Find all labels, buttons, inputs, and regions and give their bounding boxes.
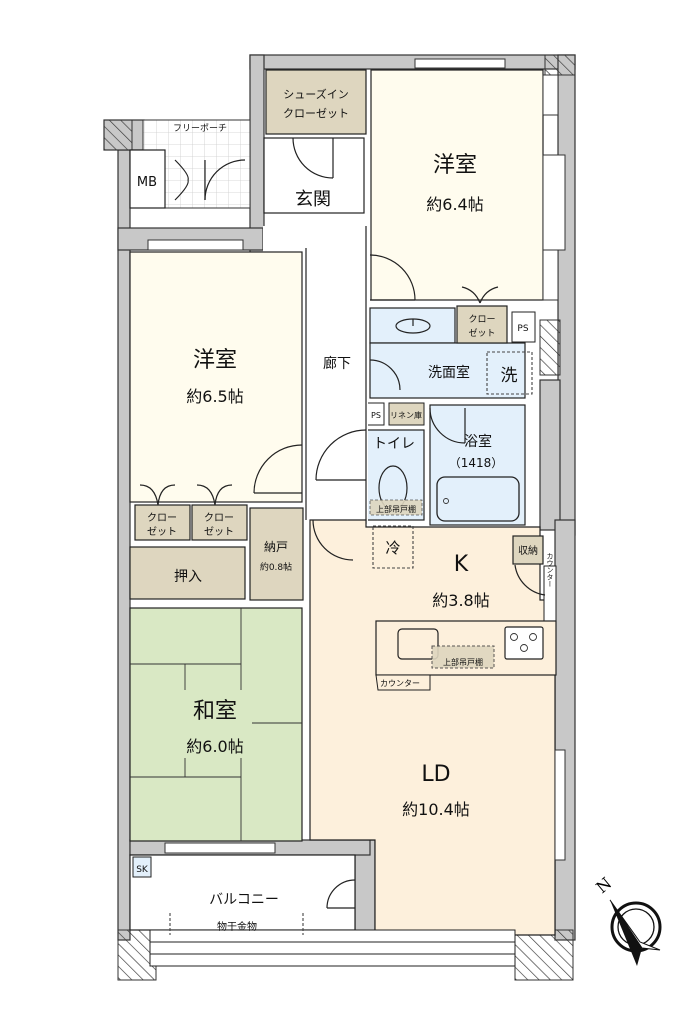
tatami-lines: [130, 608, 302, 841]
linen-label: リネン庫: [390, 410, 422, 420]
western-room-1-area: [370, 69, 544, 301]
north-label: N: [592, 874, 615, 898]
closet-1-area: [134, 504, 191, 541]
entrance-label: 玄関: [295, 189, 331, 210]
closet-3-label-2: ゼット: [468, 327, 495, 339]
closet-2-label-2: ゼット: [204, 526, 234, 538]
bathroom-name: 浴室: [464, 433, 492, 450]
ld-name: LD: [421, 762, 450, 787]
closet-2-label-1: クロー: [204, 512, 234, 524]
shoe-closet-area: [265, 69, 367, 135]
fridge-space: [372, 525, 414, 569]
kitchen-upper-cabinet-label: 上部吊戸棚: [443, 657, 483, 667]
balcony-label: バルコニー: [209, 892, 279, 908]
ps-label-1: PS: [517, 324, 528, 334]
mb-box: [129, 149, 166, 209]
washer-space: [486, 351, 533, 395]
kitchen-side-counter-label: カウンター: [546, 553, 554, 588]
toilet-label: トイレ: [373, 436, 415, 452]
nando-area: [249, 507, 304, 601]
sk-box: [132, 856, 152, 878]
ps-label-2: PS: [371, 411, 381, 420]
closet-3-area: [456, 305, 508, 344]
kitchen-size: 約3.8帖: [432, 591, 489, 610]
fridge-label: 冷: [385, 539, 400, 557]
bathtub-icon: [436, 476, 520, 522]
kitchen-sink-icon: [397, 628, 439, 660]
compass-icon: N: [592, 874, 662, 966]
oshiire-label: 押入: [174, 569, 202, 585]
washer-label: 洗: [501, 366, 518, 386]
linen-closet: [388, 402, 425, 426]
doors: [139, 137, 546, 909]
washroom-label: 洗面室: [428, 364, 470, 381]
stove-icon: [504, 626, 544, 660]
oshiire-area: [129, 546, 246, 600]
toilet-upper-cabinet-label: 上部吊戸棚: [376, 504, 416, 514]
bathroom-size: （1418）: [449, 456, 504, 470]
corridor-label: 廊下: [323, 355, 351, 372]
closet-3-label-1: クロー: [468, 314, 495, 325]
western-room-2-size: 約6.5帖: [186, 387, 243, 406]
closet-2-area: [191, 504, 248, 541]
western-room-1-size: 約6.4帖: [426, 195, 483, 214]
nando-size: 約0.8帖: [260, 561, 292, 573]
japanese-room-size: 約6.0帖: [186, 737, 243, 756]
mb-label: MB: [137, 175, 157, 190]
western-room-1-name: 洋室: [433, 153, 477, 178]
nando-name: 納戸: [264, 540, 288, 554]
kitchen-name: K: [454, 552, 469, 577]
kitchen-storage: [512, 535, 544, 565]
western-room-2-area: [129, 251, 303, 503]
japanese-room-area: [129, 607, 303, 842]
kitchen-storage-label: 収納: [518, 544, 538, 557]
japanese-room-name: 和室: [193, 699, 237, 724]
shoe-closet-label-2: クローゼット: [283, 107, 349, 120]
drying-hardware-label: 物干金物: [217, 920, 257, 933]
closet-1-label-1: クロー: [147, 512, 177, 524]
closet-1-label-2: ゼット: [147, 526, 177, 538]
ld-size: 約10.4帖: [402, 800, 470, 819]
kitchen-counter-label: カウンター: [380, 679, 420, 688]
entrance-area: [263, 137, 365, 214]
shoe-closet-label-1: シューズイン: [283, 87, 348, 101]
western-room-2-name: 洋室: [193, 348, 237, 373]
free-porch-label: フリーポーチ: [173, 123, 227, 134]
sk-label: SK: [136, 865, 149, 875]
hatched-pillars: [103, 54, 576, 981]
